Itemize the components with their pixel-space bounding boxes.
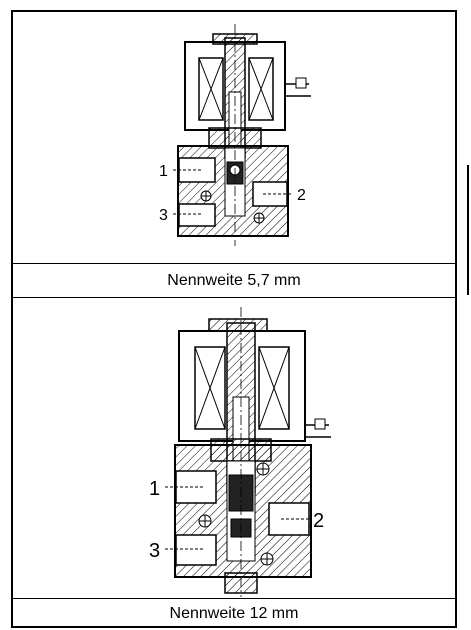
port-label-2: 2: [297, 187, 306, 204]
valve-drawing-small: 1 2 3: [159, 24, 311, 246]
diagram-panel-large: 1 2 3: [13, 297, 455, 597]
port-3-bore: [175, 534, 217, 566]
caption-large: Nennweite 12 mm: [13, 598, 455, 629]
caption-small: Nennweite 5,7 mm: [13, 263, 455, 298]
figure-frame: 1 2 3 Nennweite 5,7 mm: [11, 10, 457, 628]
connector-tab: [314, 418, 326, 430]
diagram-panel-small: 1 2 3: [13, 12, 455, 263]
port-label-3: 3: [159, 207, 168, 224]
port-label-3: 3: [149, 540, 160, 562]
port-label-1: 1: [149, 478, 160, 500]
page-edge-tab: [467, 165, 469, 295]
valve-drawing-large: 1 2 3: [149, 307, 331, 597]
caption-small-text: Nennweite 5,7 mm: [167, 272, 301, 289]
port-label-2: 2: [313, 510, 324, 532]
port-3-bore: [178, 203, 216, 227]
connector-tab: [295, 77, 307, 89]
caption-large-text: Nennweite 12 mm: [169, 605, 299, 622]
port-label-1: 1: [159, 163, 168, 180]
